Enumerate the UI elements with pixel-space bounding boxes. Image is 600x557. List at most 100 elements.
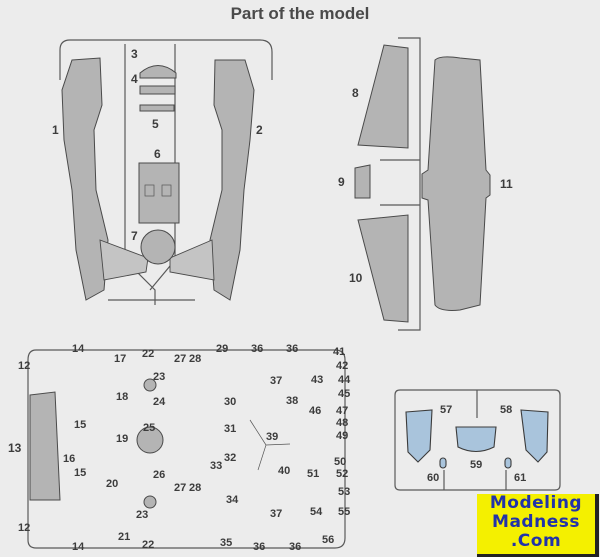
part-number-28-bottom: 28 (189, 482, 201, 494)
part-number-1: 1 (52, 123, 59, 137)
part-number-45: 45 (338, 388, 350, 400)
part-number-11: 11 (500, 177, 513, 191)
part-number-50: 50 (334, 456, 346, 468)
part-number-38: 38 (286, 395, 298, 407)
canopy-side-58 (520, 409, 549, 463)
part-number-8: 8 (352, 86, 359, 100)
part-number-6: 6 (154, 147, 161, 161)
part-number-55: 55 (338, 506, 350, 518)
part-number-14-bottom: 14 (72, 541, 85, 553)
part-number-23-top: 23 (153, 371, 165, 383)
part-number-53: 53 (338, 486, 350, 498)
part-number-47: 47 (336, 405, 348, 417)
page-title: Part of the model (230, 4, 370, 23)
part-number-43: 43 (311, 374, 323, 386)
fuselage-half-left (61, 57, 109, 301)
part-number-35: 35 (220, 537, 232, 549)
fuselage-half-right (209, 59, 255, 301)
part-number-2: 2 (256, 123, 263, 137)
part-number-41: 41 (333, 346, 345, 358)
part-number-59: 59 (470, 459, 482, 471)
part-3 (139, 65, 177, 79)
part-number-28-top: 28 (189, 353, 201, 365)
part-number-42: 42 (336, 360, 348, 372)
wing-part-9 (354, 164, 371, 199)
part-39 (249, 419, 291, 471)
part-number-31: 31 (224, 423, 236, 435)
part-number-34: 34 (226, 494, 239, 506)
part-number-37-bottom: 37 (270, 508, 282, 520)
part-number-29: 29 (216, 343, 228, 355)
part-number-16: 16 (63, 453, 75, 465)
part-number-36-c: 36 (253, 541, 265, 553)
part-number-39: 39 (266, 431, 278, 443)
sprue-clear: 57 58 59 60 61 (394, 389, 561, 491)
part-25 (136, 426, 164, 454)
part-number-51: 51 (307, 468, 319, 480)
part-7 (140, 229, 176, 265)
part-4 (139, 85, 176, 95)
part-number-3: 3 (131, 47, 138, 61)
part-number-21: 21 (118, 531, 130, 543)
part-number-24: 24 (153, 396, 166, 408)
part-6 (138, 162, 180, 224)
part-number-12-top: 12 (18, 360, 30, 372)
watermark-line-2: Madness (492, 512, 580, 532)
watermark-line-1: Modeling (489, 493, 583, 513)
part-number-10: 10 (349, 271, 363, 285)
part-number-7: 7 (131, 229, 138, 243)
part-number-20: 20 (106, 478, 118, 490)
clear-part-60 (439, 457, 447, 469)
part-number-19: 19 (116, 433, 128, 445)
canopy-side-57 (405, 409, 433, 463)
part-number-13: 13 (8, 441, 22, 455)
part-number-23-bottom: 23 (136, 509, 148, 521)
sprue-a: 3 4 5 6 7 1 2 (52, 39, 273, 305)
part-number-36-a: 36 (251, 343, 263, 355)
part-number-46: 46 (309, 405, 321, 417)
part-13 (29, 391, 61, 501)
part-23-bottom (143, 495, 157, 509)
part-number-33: 33 (210, 460, 222, 472)
part-number-57: 57 (440, 404, 452, 416)
clear-part-61 (504, 457, 512, 469)
part-number-54: 54 (310, 506, 323, 518)
part-number-9: 9 (338, 175, 345, 189)
wing-part-10 (357, 214, 409, 323)
part-number-5: 5 (152, 117, 159, 131)
part-number-22-bottom: 22 (142, 539, 154, 551)
wing-part-8 (357, 44, 409, 149)
part-number-49: 49 (336, 430, 348, 442)
canopy-center-59 (455, 426, 497, 453)
part-number-22-top: 22 (142, 348, 154, 360)
part-number-12-bottom: 12 (18, 522, 30, 534)
part-23-top (143, 378, 157, 392)
part-number-25: 25 (143, 422, 155, 434)
part-number-56: 56 (322, 534, 334, 546)
part-number-61: 61 (514, 472, 526, 484)
part-number-4: 4 (131, 72, 138, 86)
part-number-27-top: 27 (174, 353, 186, 365)
part-number-32: 32 (224, 452, 236, 464)
watermark-line-3: .Com (510, 531, 562, 551)
part-number-52: 52 (336, 468, 348, 480)
part-number-44: 44 (338, 374, 351, 386)
part-number-15-bottom: 15 (74, 467, 86, 479)
sprue-b: 8 9 10 11 (338, 37, 513, 331)
tailplane-part-11 (421, 56, 491, 311)
part-number-15-top: 15 (74, 419, 86, 431)
part-number-14-top: 14 (72, 343, 85, 355)
part-number-27-bottom: 27 (174, 482, 186, 494)
part-number-17: 17 (114, 353, 126, 365)
part-number-40: 40 (278, 465, 290, 477)
part-number-58: 58 (500, 404, 512, 416)
sprue-c: 12 12 13 14 14 15 15 16 17 18 19 20 21 2… (8, 343, 351, 553)
watermark-logo: Modeling Madness .Com (477, 494, 599, 557)
part-5 (139, 104, 175, 112)
part-number-60: 60 (427, 472, 439, 484)
part-number-18: 18 (116, 391, 128, 403)
part-number-36-d: 36 (289, 541, 301, 553)
part-number-26: 26 (153, 469, 165, 481)
part-number-37-top: 37 (270, 375, 282, 387)
